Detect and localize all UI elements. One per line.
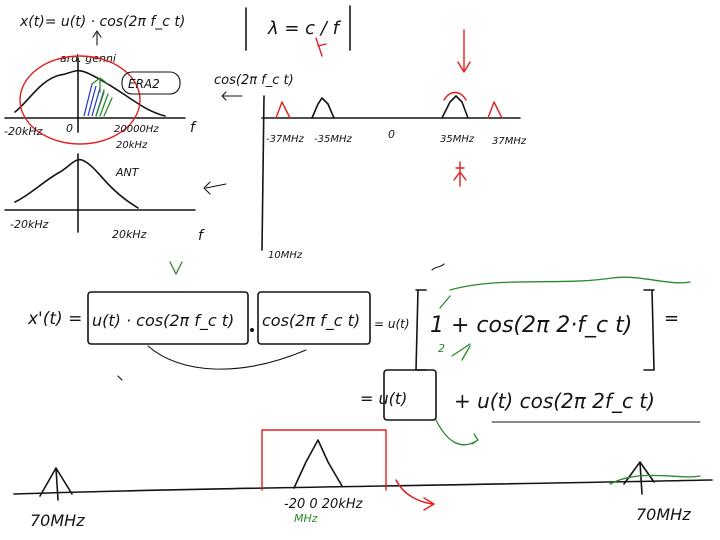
eq-line2-b: + u(t) cos(2π 2f_c t) bbox=[454, 389, 655, 413]
green-wave bbox=[449, 276, 691, 291]
peak-35 bbox=[441, 95, 469, 119]
green-underline bbox=[609, 474, 701, 485]
red-arrow-down-icon bbox=[457, 29, 471, 73]
spectrum-curve-1 bbox=[14, 69, 166, 117]
bracket-right bbox=[643, 289, 655, 371]
axis-f: f bbox=[190, 120, 197, 136]
amp-label: ard. genni bbox=[60, 52, 116, 65]
red-antenna-mark bbox=[453, 161, 467, 187]
axis-y-2 bbox=[261, 95, 265, 251]
bottom-mid-sub: MHz bbox=[294, 512, 318, 525]
stray-mark bbox=[117, 375, 123, 381]
tick-m37: -37MHz bbox=[266, 134, 304, 145]
peak-37 bbox=[487, 101, 503, 119]
tick-zero: 0 bbox=[66, 122, 73, 135]
lambda-eq: λ = c / f bbox=[267, 18, 342, 39]
axis-bottom bbox=[13, 479, 713, 495]
eq-lhs: x'(t) = bbox=[27, 309, 82, 329]
eq-rhs-a: = u(t) bbox=[374, 317, 410, 331]
hatch-green bbox=[95, 89, 113, 117]
eq-box2-text: cos(2π f_c t) bbox=[262, 311, 360, 331]
eq-rhs-b: 1 + cos(2π 2·f_c t) bbox=[430, 313, 632, 338]
eq-line2-a: = u(t) bbox=[360, 389, 407, 408]
tick-20k: 20kHz bbox=[116, 140, 148, 151]
arrow-left-icon-2 bbox=[203, 181, 227, 195]
red-arrow-right-icon bbox=[395, 479, 435, 511]
tick-35: 35MHz bbox=[440, 134, 475, 145]
eq-box-1 bbox=[87, 291, 249, 345]
green-strokes bbox=[439, 295, 471, 361]
eq-top: x(t)= u(t) · cos(2π f_c t) bbox=[19, 14, 185, 30]
bottom-left: 70MHz bbox=[30, 511, 85, 530]
arrow-left-icon bbox=[221, 91, 243, 101]
peak-35-red bbox=[443, 91, 467, 101]
spectrum-curve-ant bbox=[14, 158, 139, 209]
hatch-blue bbox=[83, 83, 105, 117]
peak-bottom-left bbox=[39, 467, 73, 501]
eq-box-3 bbox=[383, 369, 437, 421]
red-mark bbox=[315, 37, 327, 57]
tick-m35: -35MHz bbox=[314, 134, 352, 145]
label-10m: 10MHz bbox=[268, 250, 303, 261]
red-bracket bbox=[261, 429, 387, 491]
peak-bottom-mid bbox=[293, 439, 343, 489]
eq-rhs-half: 2 bbox=[438, 342, 445, 355]
dot bbox=[250, 328, 254, 332]
peak-m37 bbox=[275, 101, 291, 119]
eq-box1-text: u(t) · cos(2π f_c t) bbox=[92, 311, 234, 331]
tick-20k-b: 20kHz bbox=[112, 228, 147, 241]
tick-0-mid: 0 bbox=[388, 128, 395, 141]
red-ellipse bbox=[19, 55, 141, 145]
eq-box-2 bbox=[257, 291, 371, 345]
tick-37: 37MHz bbox=[492, 136, 527, 147]
axis-f-b: f bbox=[198, 228, 205, 244]
arrow-up-icon bbox=[92, 30, 102, 46]
tick-neg-20k-b: -20kHz bbox=[10, 218, 49, 231]
underbrace bbox=[147, 345, 307, 370]
ant-label: ANT bbox=[115, 166, 140, 179]
bracket-left bbox=[415, 289, 427, 371]
eq-equals: = bbox=[664, 308, 679, 329]
tick-neg-20k: -20kHz bbox=[4, 125, 43, 138]
green-check-icon bbox=[169, 261, 183, 275]
bottom-mid: -20 0 20kHz bbox=[284, 497, 364, 512]
cos-label: cos(2π f_c t) bbox=[214, 73, 294, 88]
box-label: ERA2 bbox=[128, 77, 160, 91]
era-box bbox=[121, 71, 181, 95]
bottom-right: 70MHz bbox=[636, 505, 691, 524]
peak-m35 bbox=[311, 97, 335, 119]
tick-20000: 20000Hz bbox=[114, 124, 159, 135]
green-arrow-icon bbox=[91, 77, 109, 93]
tilde-mark bbox=[431, 263, 445, 271]
green-arrow-curve bbox=[435, 419, 479, 446]
